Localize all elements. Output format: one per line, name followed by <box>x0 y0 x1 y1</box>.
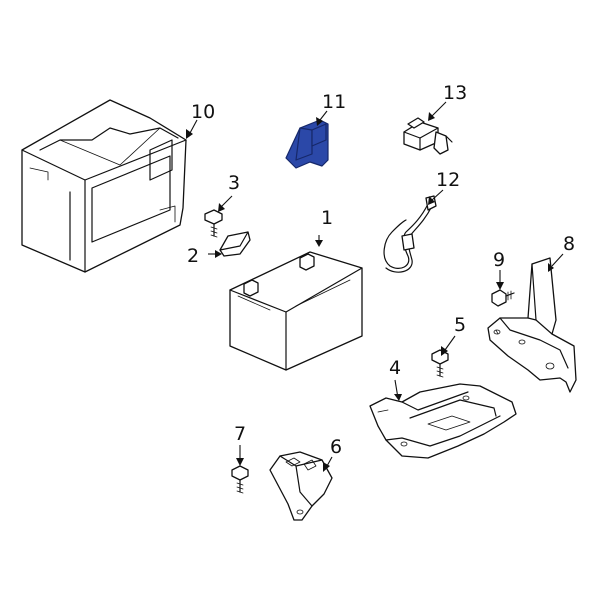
callout-11: 11 <box>322 91 346 113</box>
callout-1: 1 <box>321 207 333 229</box>
callout-4: 4 <box>389 357 401 379</box>
callout-6: 6 <box>330 436 342 458</box>
callout-7: 7 <box>234 423 246 445</box>
part-7-bolt[interactable] <box>231 465 249 494</box>
part-2-battery-clamp[interactable] <box>219 231 251 257</box>
callout-2: 2 <box>187 245 199 267</box>
part-9-bolt[interactable] <box>491 289 515 307</box>
part-8-bracket[interactable] <box>487 257 577 393</box>
part-4-battery-tray[interactable] <box>369 383 517 459</box>
callout-12: 12 <box>436 169 460 191</box>
callout-10: 10 <box>191 101 215 123</box>
leader-lines <box>186 101 564 472</box>
part-3-bolt[interactable] <box>204 209 223 238</box>
part-12-cable[interactable] <box>383 195 437 273</box>
callout-9: 9 <box>493 249 505 271</box>
part-5-bolt[interactable] <box>431 349 449 378</box>
part-1-battery[interactable] <box>229 251 363 371</box>
callout-13: 13 <box>443 82 467 104</box>
callout-3: 3 <box>228 172 240 194</box>
callout-labels: 1 2 3 4 5 6 7 8 9 10 11 12 13 <box>187 82 575 458</box>
callout-5: 5 <box>454 314 466 336</box>
part-10-battery-cover[interactable] <box>21 99 187 273</box>
part-13-sensor[interactable] <box>403 117 453 155</box>
callout-8: 8 <box>563 233 575 255</box>
part-11-battery-hold-down-bracket[interactable] <box>285 119 329 169</box>
part-6-support-bracket[interactable] <box>269 451 333 521</box>
